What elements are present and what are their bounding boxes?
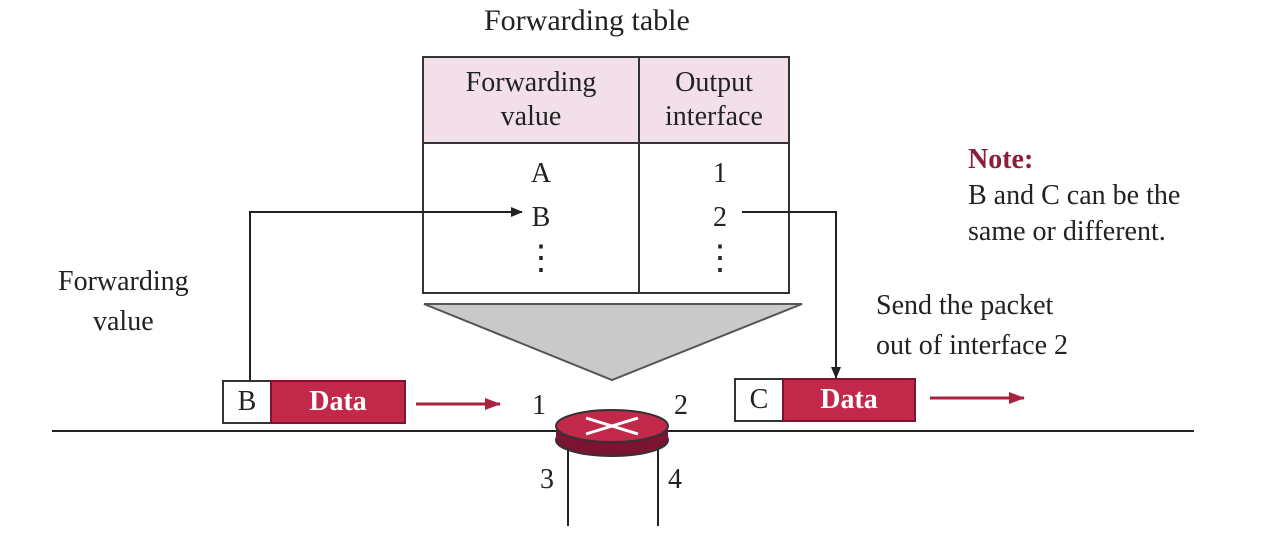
header-col1-line2: value [500, 101, 562, 132]
row-ellipsis-value: ⋮ [524, 240, 558, 277]
incoming-packet-data: Data [270, 380, 406, 424]
router-icon [555, 409, 669, 457]
table-column-divider [638, 58, 640, 292]
header-output-interface: Output interface [640, 66, 788, 134]
table-lookup-funnel [423, 303, 803, 382]
port-3-label: 3 [540, 464, 554, 495]
port-2-label: 2 [674, 390, 688, 421]
port-4-label: 4 [668, 464, 682, 495]
incoming-packet-header: B [222, 380, 272, 424]
forwarding-value-label: Forwarding value [58, 262, 189, 342]
note-title: Note: [968, 144, 1034, 175]
row-b-value: B [531, 202, 551, 233]
row-a-value: A [530, 158, 552, 189]
header-col1-line1: Forwarding [465, 67, 597, 98]
row-a-interface: 1 [713, 158, 727, 189]
forwarding-value-label-line1: Forwarding [58, 266, 189, 297]
row-b-interface: 2 [713, 202, 727, 233]
outgoing-packet-data: Data [782, 378, 916, 422]
table-header [424, 58, 788, 144]
forwarding-value-label-line2: value [93, 306, 154, 337]
lookup-arrow [249, 207, 523, 380]
header-col2-line1: Output [675, 67, 753, 98]
send-packet-line2: out of interface 2 [876, 330, 1069, 361]
port-1-label: 1 [532, 390, 546, 421]
forwarding-table-title: Forwarding table [484, 4, 690, 37]
note-text: B and C can be the same or different. [968, 178, 1180, 250]
row-ellipsis-interface: ⋮ [703, 240, 737, 277]
note-line1: B and C can be the [968, 180, 1181, 211]
header-forwarding-value: Forwarding value [424, 66, 638, 134]
output-arrow [742, 211, 841, 379]
note-line2: same or different. [968, 216, 1166, 247]
outgoing-packet-header: C [734, 378, 784, 422]
header-col2-line2: interface [665, 101, 763, 132]
send-packet-line1: Send the packet [876, 290, 1054, 321]
forwarding-table: Forwarding value Output interface A 1 B … [422, 56, 790, 294]
send-packet-label: Send the packet out of interface 2 [876, 286, 1068, 366]
